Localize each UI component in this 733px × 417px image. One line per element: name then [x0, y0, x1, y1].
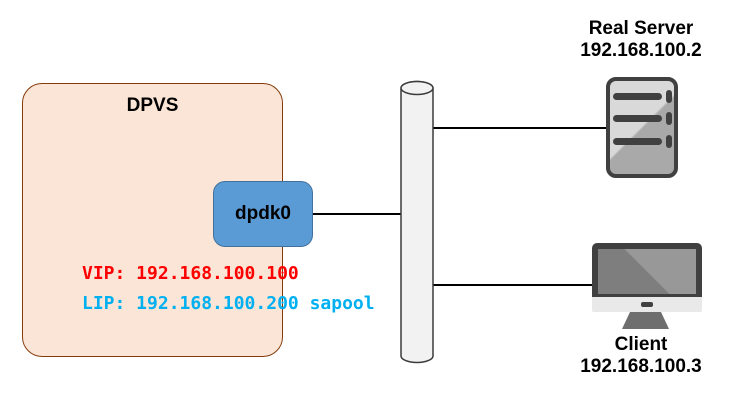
client-label: Client 192.168.100.3 [541, 334, 733, 378]
client-ip: 192.168.100.3 [580, 356, 702, 377]
server-indicator [666, 135, 672, 148]
server-slot-bar [613, 115, 662, 122]
server-indicator [666, 112, 672, 125]
real-server-name: Real Server [588, 18, 694, 39]
server-slot-bar [613, 93, 662, 100]
network-bus-cylinder-icon [400, 80, 434, 364]
link-dpdk0-to-bus [313, 213, 413, 215]
lip-address-text: LIP: 192.168.100.200 sapool [82, 293, 375, 314]
dpvs-title: DPVS [126, 95, 179, 116]
server-indicator [666, 90, 672, 103]
link-bus-to-real-server [424, 127, 611, 129]
monitor-chin [592, 297, 702, 312]
monitor-screen [598, 249, 696, 294]
dpdk0-interface-label: dpdk0 [235, 203, 291, 224]
client-monitor-icon [592, 243, 702, 297]
client-name: Client [614, 334, 668, 355]
link-bus-to-client [424, 284, 592, 286]
real-server-ip: 192.168.100.2 [580, 40, 702, 61]
monitor-button [641, 302, 653, 307]
monitor-stand [622, 312, 669, 329]
dpdk0-interface-box: dpdk0 [213, 181, 313, 247]
vip-address-text: VIP: 192.168.100.100 [82, 263, 299, 284]
server-slot-bar [613, 138, 662, 145]
real-server-icon [606, 77, 678, 178]
real-server-label: Real Server 192.168.100.2 [541, 18, 733, 62]
